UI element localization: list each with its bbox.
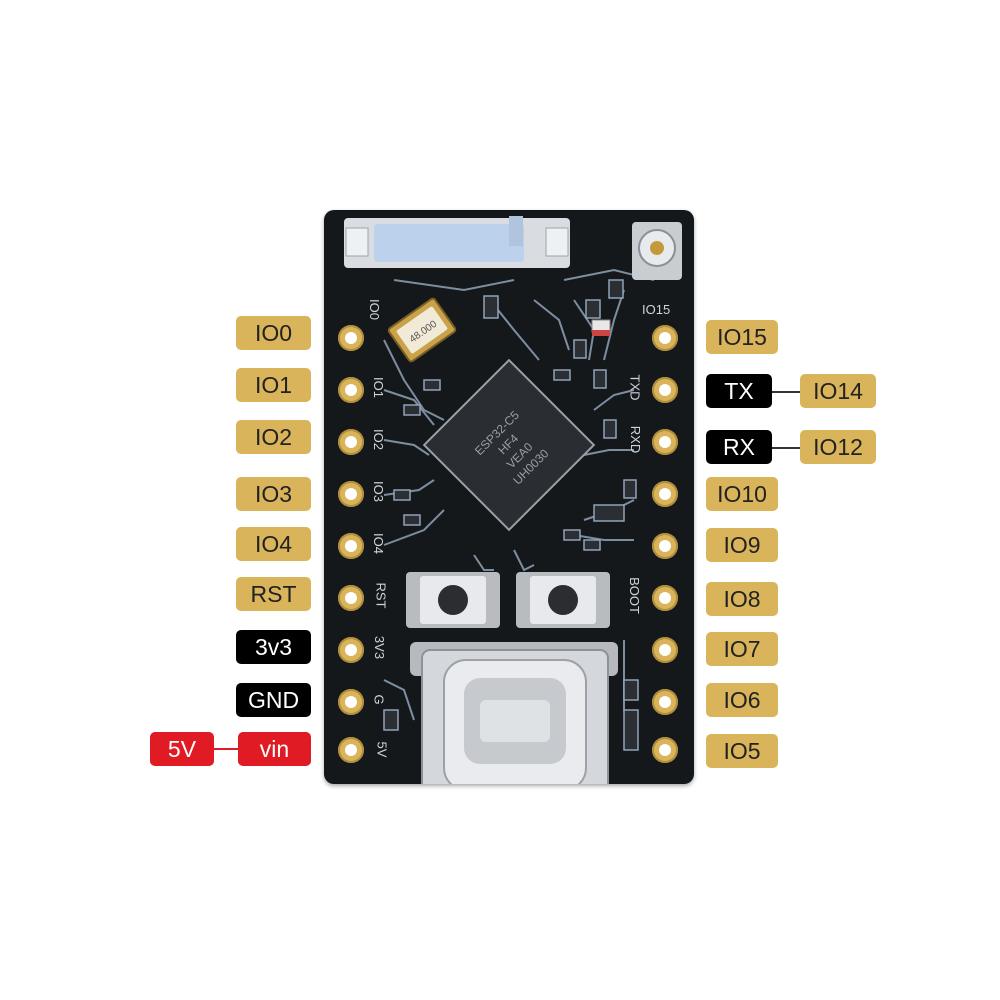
reset-button[interactable] — [406, 572, 500, 628]
pad-left-io3 — [338, 481, 364, 507]
pin-label-io2: IO2 — [236, 420, 311, 454]
pad-right-io7 — [652, 637, 678, 663]
silk-io4: IO4 — [370, 533, 386, 554]
pad-right-io10 — [652, 481, 678, 507]
silk-rxd: RXD — [628, 425, 644, 454]
pin-label-io14: IO14 — [800, 374, 876, 408]
pin-label-io12: IO12 — [800, 430, 876, 464]
power-connector-line — [214, 748, 240, 750]
pin-label-io1: IO1 — [236, 368, 311, 402]
uart-label-rx: RX — [706, 430, 772, 464]
pin-label-gnd: GND — [236, 683, 311, 717]
silk-io2: IO2 — [370, 429, 386, 450]
pin-label-io15: IO15 — [706, 320, 778, 354]
pin-label-io9: IO9 — [706, 528, 778, 562]
silk-3v3: 3V3 — [372, 635, 388, 660]
board-artwork: 48.000 ESP32-C5 HF4 VEA0 UH0030 — [344, 216, 682, 784]
pin-label-io7: IO7 — [706, 632, 778, 666]
silk-boot: BOOT — [626, 577, 642, 614]
pcb-antenna — [344, 216, 570, 268]
pad-left-io1 — [338, 377, 364, 403]
tx-connector-line — [772, 391, 800, 393]
esp32-c5-chip: ESP32-C5 HF4 VEA0 UH0030 — [422, 358, 596, 532]
u-fl-antenna-connector — [632, 222, 682, 280]
pad-left-5v — [338, 737, 364, 763]
pin-label-3v3: 3v3 — [236, 630, 311, 664]
pad-left-io0 — [338, 325, 364, 351]
pad-left-3v3 — [338, 637, 364, 663]
pin-label-vin: vin — [238, 732, 311, 766]
pin-label-io5: IO5 — [706, 734, 778, 768]
silk-io3: IO3 — [370, 481, 386, 502]
uart-label-tx: TX — [706, 374, 772, 408]
pin-label-io0: IO0 — [236, 316, 311, 350]
silk-io15: IO15 — [642, 302, 671, 317]
silk-rst: RST — [373, 582, 389, 609]
pin-label-rst: RST — [236, 577, 311, 611]
power-label-5v: 5V — [150, 732, 214, 766]
pin-label-io4: IO4 — [236, 527, 311, 561]
rx-connector-line — [772, 447, 800, 449]
silk-io0: IO0 — [366, 299, 382, 320]
pin-label-io10: IO10 — [706, 477, 778, 511]
silk-io1: IO1 — [370, 377, 386, 398]
silk-txd: TXD — [627, 374, 643, 401]
pad-left-io2 — [338, 429, 364, 455]
pad-right-io12 — [652, 429, 678, 455]
pad-right-io14 — [652, 377, 678, 403]
pin-label-io6: IO6 — [706, 683, 778, 717]
pad-right-io9 — [652, 533, 678, 559]
silk-5v: 5V — [374, 741, 390, 758]
pad-left-rst — [338, 585, 364, 611]
crystal-oscillator: 48.000 — [387, 297, 457, 363]
boot-button[interactable] — [516, 572, 610, 628]
pad-right-io5 — [652, 737, 678, 763]
esp32-c5-board: 48.000 ESP32-C5 HF4 VEA0 UH0030 — [324, 210, 694, 784]
pad-left-gnd — [338, 689, 364, 715]
pad-right-io8 — [652, 585, 678, 611]
usb-c-connector — [410, 642, 618, 784]
pin-label-io8: IO8 — [706, 582, 778, 616]
pad-right-io6 — [652, 689, 678, 715]
pad-right-io15 — [652, 325, 678, 351]
silk-gnd: G — [371, 694, 387, 705]
pin-label-io3: IO3 — [236, 477, 311, 511]
pad-left-io4 — [338, 533, 364, 559]
